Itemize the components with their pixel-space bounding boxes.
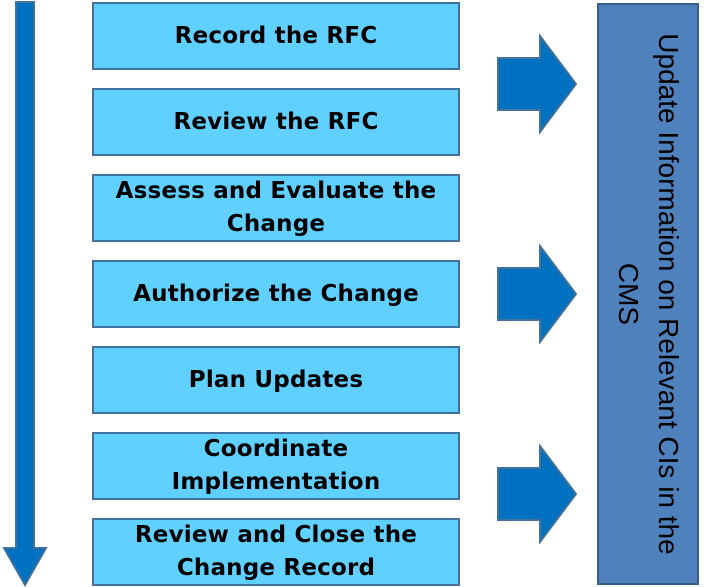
step-label: Coordinate Implementation — [171, 436, 381, 495]
step-review-rfc: Review the RFC — [92, 88, 460, 156]
step-label: Assess and Evaluate the Change — [115, 178, 437, 237]
right-arrow-2 — [497, 244, 578, 344]
step-record-rfc: Record the RFC — [92, 2, 460, 70]
step-label: Record the RFC — [174, 22, 378, 49]
step-plan-updates: Plan Updates — [92, 346, 460, 414]
cms-update-text: Update Information on Relevant CIs in th… — [613, 33, 684, 555]
right-arrow-1 — [497, 34, 578, 134]
step-label: Review and Close the Change Record — [134, 522, 418, 581]
cms-update-box: Update Information on Relevant CIs in th… — [597, 3, 699, 585]
right-arrow-3 — [497, 444, 578, 544]
step-assess-evaluate-change: Assess and Evaluate the Change — [92, 174, 460, 242]
step-authorize-change: Authorize the Change — [92, 260, 460, 328]
step-review-close-change-record: Review and Close the Change Record — [92, 518, 460, 586]
step-label: Review the RFC — [173, 108, 379, 135]
step-label: Plan Updates — [188, 366, 364, 393]
process-flow-down-arrow — [2, 1, 48, 587]
step-label: Authorize the Change — [133, 280, 419, 307]
step-coordinate-implementation: Coordinate Implementation — [92, 432, 460, 500]
